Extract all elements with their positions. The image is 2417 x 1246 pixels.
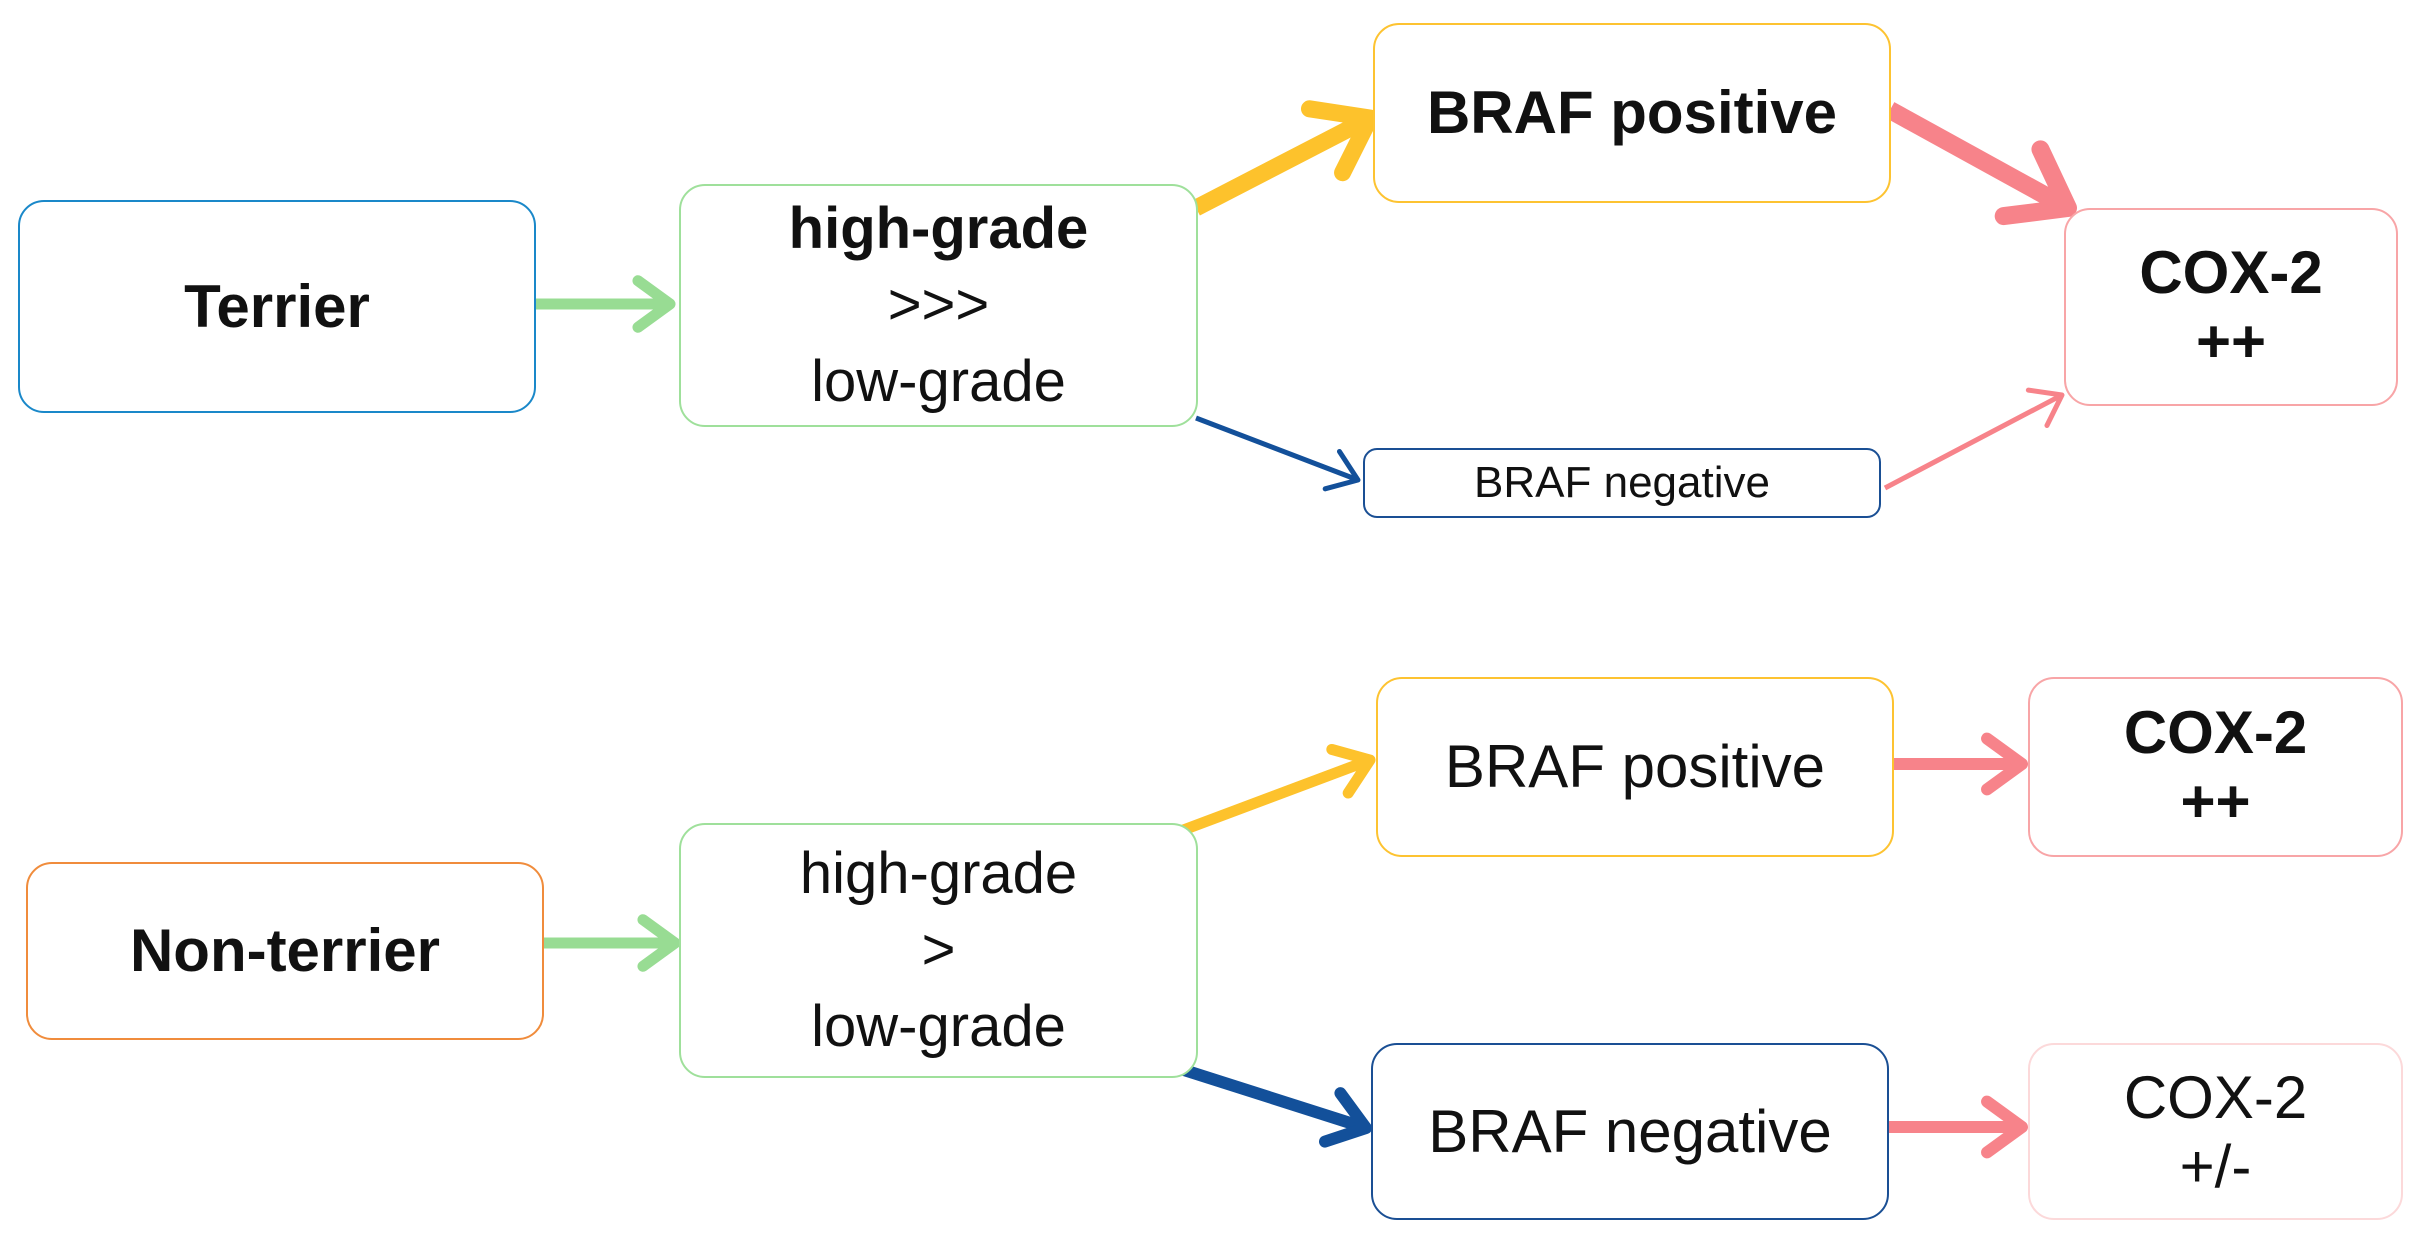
- arrow-terrier-grade-to-braf-positive: [1192, 100, 1379, 216]
- non-terrier-grade-high: high-grade: [799, 840, 1078, 906]
- non-terrier-braf-positive-node: BRAF positive: [1376, 677, 1894, 857]
- terrier-braf-negative-node: BRAF negative: [1363, 448, 1881, 518]
- non-terrier-negative-cox2-node: COX-2 +/-: [2028, 1043, 2403, 1220]
- terrier-braf-negative-label: BRAF negative: [1474, 457, 1770, 507]
- arrow-terrier-grade-to-braf-negative: [1195, 415, 1361, 492]
- non-terrier-positive-cox2-label: COX-2: [2123, 699, 2308, 766]
- arrow-non-terrier-to-grade: [544, 914, 681, 972]
- non-terrier-node: Non-terrier: [26, 862, 544, 1040]
- non-terrier-braf-negative-node: BRAF negative: [1371, 1043, 1889, 1220]
- non-terrier-grade-comparator: >: [921, 917, 956, 983]
- arrow-non-terrier-braf-positive-to-cox2: [1894, 732, 2028, 796]
- arrow-non-terrier-braf-negative-to-cox2: [1889, 1095, 2028, 1159]
- terrier-label: Terrier: [184, 272, 370, 340]
- terrier-node: Terrier: [18, 200, 536, 413]
- non-terrier-positive-cox2-level: ++: [2180, 768, 2251, 835]
- terrier-grade-node: high-grade >>> low-grade: [679, 184, 1198, 427]
- non-terrier-braf-negative-label: BRAF negative: [1428, 1097, 1832, 1165]
- non-terrier-braf-positive-label: BRAF positive: [1444, 733, 1826, 801]
- terrier-braf-positive-node: BRAF positive: [1373, 23, 1891, 203]
- arrow-terrier-to-grade: [536, 275, 676, 333]
- terrier-cox2-level: ++: [2195, 308, 2267, 375]
- terrier-grade-comparator: >>>: [887, 272, 990, 338]
- terrier-grade-high: high-grade: [788, 195, 1089, 261]
- arrow-non-terrier-grade-to-braf-negative: [1182, 1064, 1372, 1148]
- non-terrier-negative-cox2-level: +/-: [2179, 1132, 2252, 1200]
- terrier-cox2-label: COX-2: [2139, 239, 2323, 306]
- non-terrier-label: Non-terrier: [129, 917, 441, 985]
- non-terrier-positive-cox2-node: COX-2 ++: [2028, 677, 2403, 857]
- non-terrier-negative-cox2-label: COX-2: [2123, 1063, 2308, 1131]
- non-terrier-grade-node: high-grade > low-grade: [679, 823, 1198, 1078]
- terrier-grade-low: low-grade: [811, 348, 1066, 414]
- terrier-cox2-node: COX-2 ++: [2064, 208, 2398, 406]
- arrow-non-terrier-grade-to-braf-positive: [1176, 743, 1376, 838]
- arrow-terrier-braf-negative-to-cox2: [1883, 387, 2065, 491]
- non-terrier-grade-low: low-grade: [811, 993, 1066, 1059]
- arrow-terrier-braf-positive-to-cox2: [1885, 102, 2077, 226]
- terrier-braf-positive-label: BRAF positive: [1426, 79, 1838, 147]
